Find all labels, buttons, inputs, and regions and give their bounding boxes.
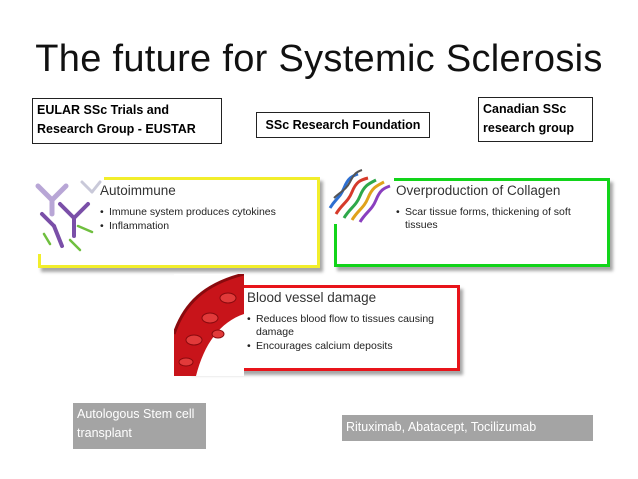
vessel-heading: Blood vessel damage	[247, 290, 377, 305]
slide-title: The future for Systemic Sclerosis	[35, 38, 603, 80]
antibody-icon	[30, 170, 104, 254]
bullet-item: Immune system produces cytokines	[100, 206, 315, 219]
collagen-text: Overproduction of Collagen Scar tissue f…	[396, 183, 606, 233]
collagen-bullets: Scar tissue forms, thickening of soft ti…	[396, 206, 606, 232]
collagen-fibers-icon	[326, 168, 394, 224]
vessel-bullets: Reduces blood flow to tissues causing da…	[247, 313, 452, 353]
canadian-group-label: Canadian SSc research group	[478, 97, 593, 142]
stem-cell-transplant-label: Autologous Stem cell transplant	[73, 403, 206, 449]
autoimmune-text: Autoimmune Immune system produces cytoki…	[100, 183, 315, 234]
bullet-item: Inflammation	[100, 220, 315, 233]
bullet-item: Reduces blood flow to tissues causing da…	[247, 313, 452, 339]
eustar-label: EULAR SSc Trials and Research Group - EU…	[32, 98, 222, 144]
autoimmune-bullets: Immune system produces cytokines Inflamm…	[100, 206, 315, 233]
vessel-text: Blood vessel damage Reduces blood flow t…	[247, 290, 452, 354]
ssc-foundation-label: SSc Research Foundation	[256, 112, 430, 138]
drug-therapies-label: Rituximab, Abatacept, Tocilizumab	[342, 415, 593, 441]
bullet-item: Scar tissue forms, thickening of soft ti…	[396, 206, 606, 232]
autoimmune-heading: Autoimmune	[100, 183, 176, 198]
bullet-item: Encourages calcium deposits	[247, 340, 452, 353]
blood-vessel-icon	[174, 274, 244, 376]
collagen-heading: Overproduction of Collagen	[396, 183, 561, 198]
